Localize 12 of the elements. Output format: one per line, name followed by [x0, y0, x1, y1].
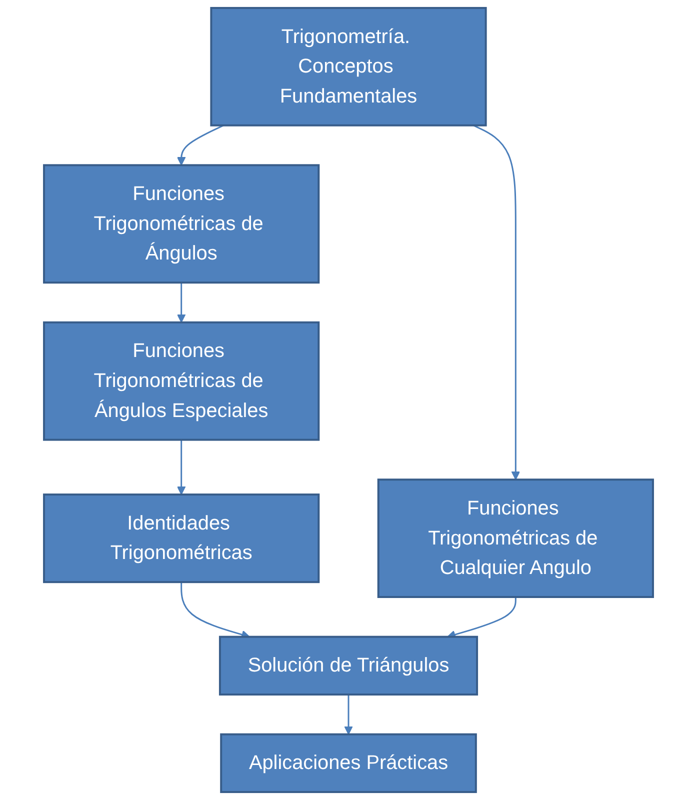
node-box: Trigonometría. Conceptos Fundamentales — [210, 6, 487, 126]
node-box: Funciones Trigonométricas de Ángulos Especiales — [43, 321, 320, 441]
arrow — [473, 124, 520, 480]
arrow — [176, 440, 186, 495]
node-box: Solución de Triángulos — [218, 636, 478, 696]
arrow — [344, 694, 353, 735]
node-box: Aplicaciones Prácticas — [220, 733, 477, 794]
node-box: Identidades Trigonométricas — [43, 494, 320, 584]
node-box: Funciones Trigonométricas de Ángulos — [43, 164, 320, 284]
node-box: Funciones Trigonométricas de Cualquier Angulo — [377, 478, 654, 598]
arrow — [176, 282, 186, 323]
arrow — [176, 124, 224, 166]
